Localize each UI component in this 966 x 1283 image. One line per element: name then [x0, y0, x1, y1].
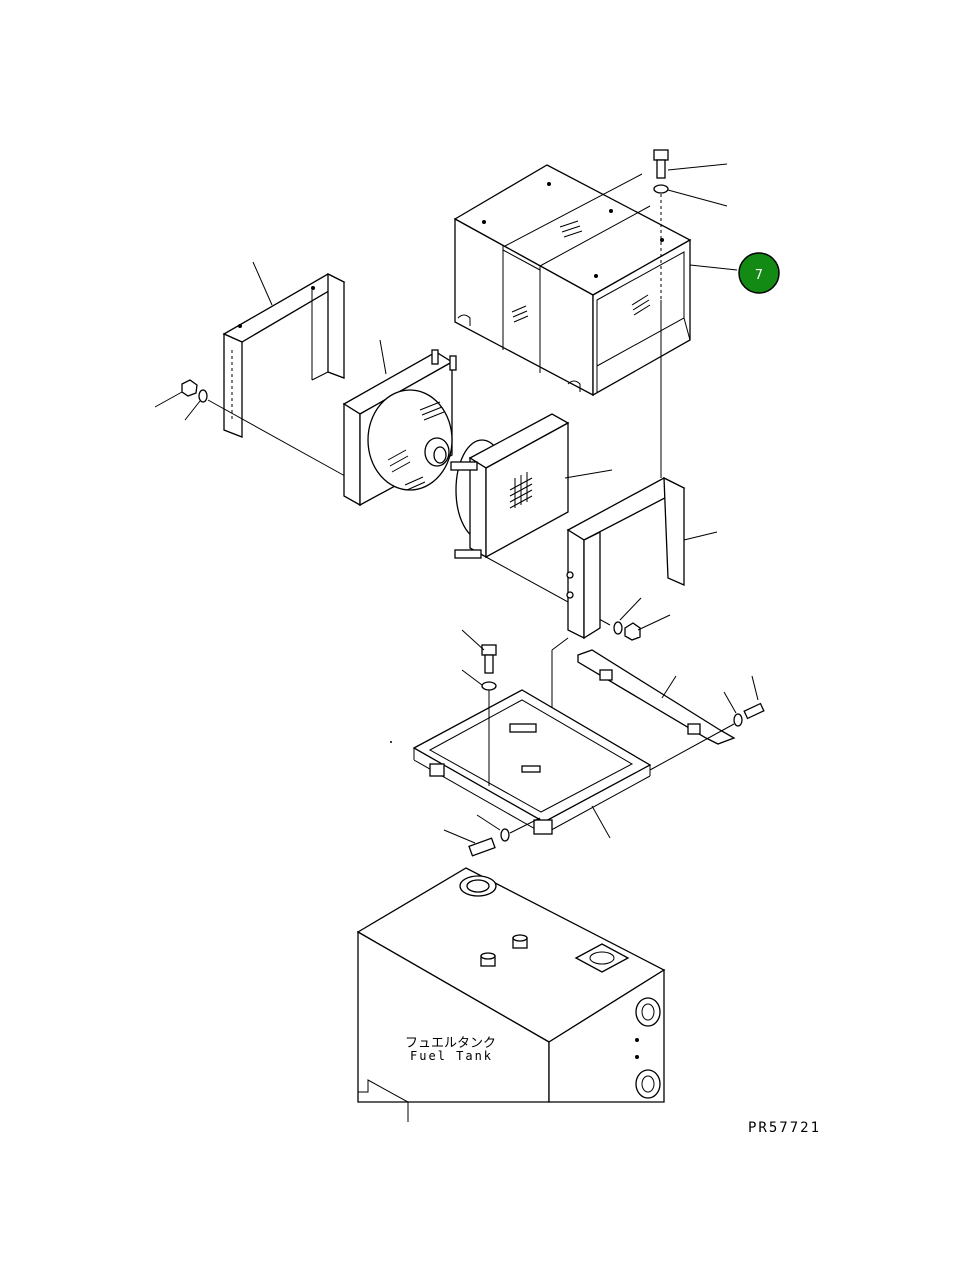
nut-left [154, 379, 198, 408]
callout-7-badge[interactable]: 7 [738, 252, 780, 294]
hex-bolt-strip [743, 675, 765, 720]
drawing-number: PR57721 [748, 1120, 821, 1136]
radiator-core [450, 413, 613, 559]
fan-shroud [342, 339, 457, 507]
washer-left [184, 389, 208, 421]
base-frame [412, 689, 652, 839]
nut-right [624, 614, 671, 641]
hex-bolt-top [653, 149, 728, 179]
tank-label-english: Fuel Tank [410, 1049, 493, 1063]
support-strip [577, 649, 736, 745]
left-bracket [222, 261, 346, 438]
washer-strip [723, 691, 743, 727]
washer-right [613, 597, 642, 635]
washer-top [653, 184, 728, 207]
callout-7-number: 7 [755, 268, 763, 283]
hex-bolt-lower [443, 829, 496, 857]
radiator-cover [453, 164, 692, 397]
washer-lower [476, 814, 510, 842]
tank-label-japanese: フュエルタンク [405, 1036, 496, 1051]
right-bracket [566, 476, 718, 640]
hex-bolt-center [461, 629, 497, 674]
fuel-tank: フュエルタンク Fuel Tank [356, 867, 666, 1122]
